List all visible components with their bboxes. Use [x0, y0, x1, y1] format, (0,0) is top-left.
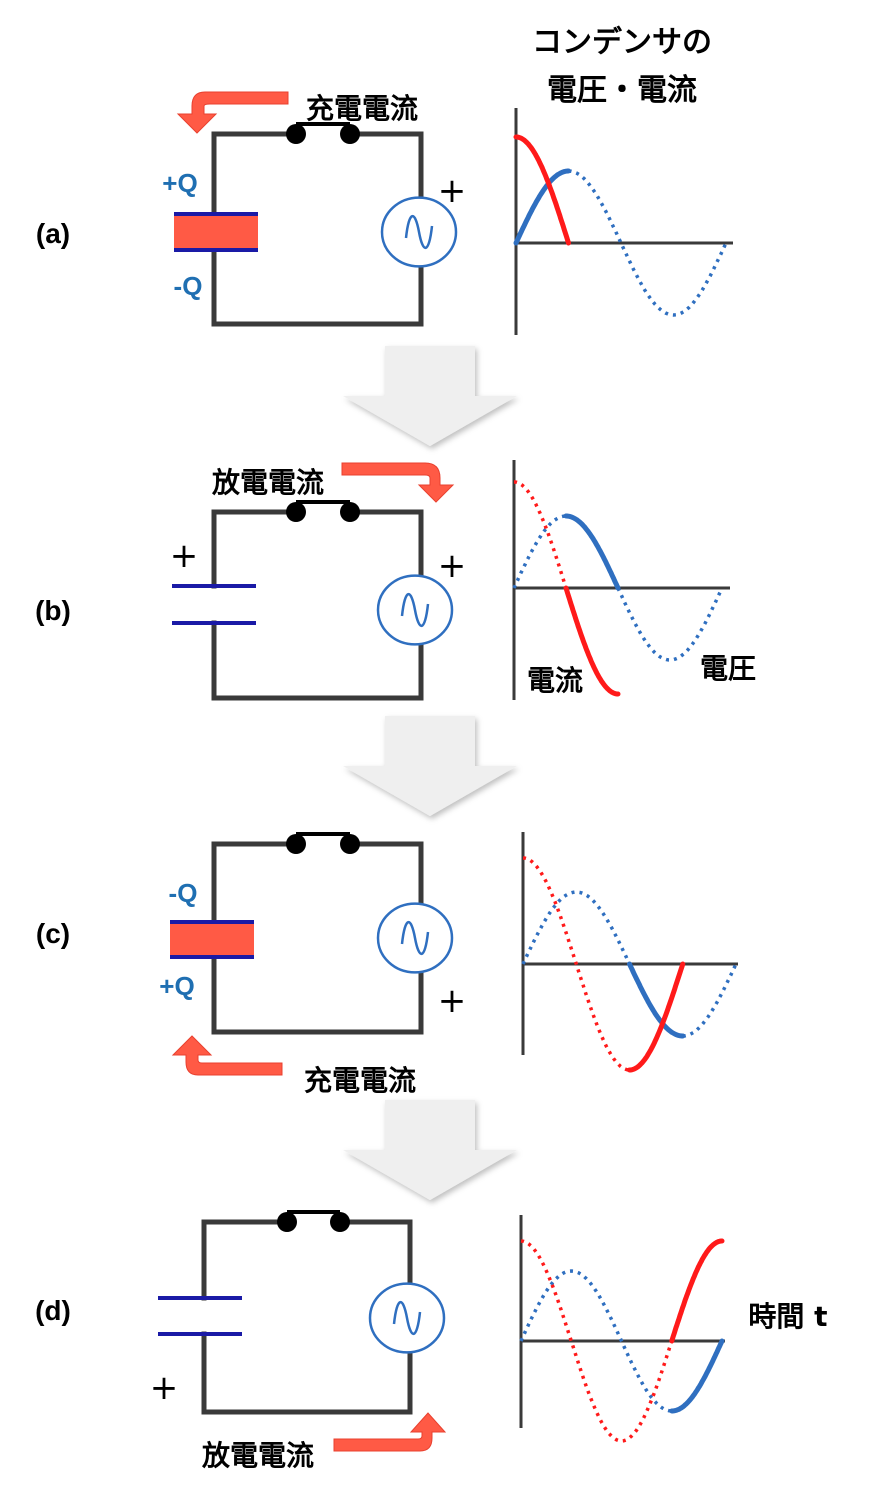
switch: [286, 500, 360, 522]
sine-wave-icon: [404, 215, 434, 249]
charge-fill: [170, 922, 254, 957]
source-plus-sign: +: [438, 546, 467, 586]
waveform-graph: [521, 832, 738, 1073]
panel-d: (d) + 放電電流 時間 t: [35, 1210, 828, 1472]
charge-label-bottom: +Q: [159, 971, 194, 1001]
circuit: [170, 832, 454, 1035]
switch: [286, 122, 360, 144]
panel-c: (c) + -Q +Q 充電電流: [36, 832, 738, 1097]
voltage-curve-solid: [669, 1338, 725, 1414]
discharge-current-arrow: [333, 1412, 447, 1452]
title-line-1: コンデンサの: [532, 25, 712, 60]
circuit: [172, 500, 454, 701]
voltage-curve-dotted: [521, 890, 632, 965]
switch-contact-left: [286, 502, 306, 522]
source-plus-sign: +: [438, 171, 467, 211]
ac-source: [376, 574, 454, 646]
current-curve-solid: [627, 961, 686, 1073]
charge-current-label: 充電電流: [304, 1064, 416, 1097]
ac-source: [368, 1282, 446, 1354]
capacitor-plus-sign: +: [170, 536, 199, 576]
switch-contact-right: [330, 1212, 350, 1232]
switch: [286, 832, 360, 854]
current-curve-dotted: [522, 856, 630, 1072]
voltage-label: 電圧: [700, 652, 756, 685]
waveform-graph: [519, 1215, 725, 1443]
circuit: [158, 1210, 446, 1415]
step-arrow-c-d: [343, 1100, 517, 1200]
panel-label: (d): [35, 1295, 71, 1326]
voltage-curve-solid: [627, 961, 686, 1039]
capacitor: [174, 212, 258, 252]
switch-contact-right: [340, 502, 360, 522]
voltage-curve-dotted: [616, 587, 724, 662]
charge-label-top: -Q: [169, 878, 198, 908]
sine-wave-icon: [400, 921, 430, 955]
waveform-graph: [513, 108, 733, 335]
current-curve-dotted: [520, 1239, 674, 1443]
charge-current-arrow: [171, 1035, 283, 1076]
current-curve-solid: [669, 1238, 725, 1344]
panel-label: (a): [36, 218, 70, 249]
current-curve-dotted: [514, 480, 568, 589]
capacitor: [158, 1296, 242, 1336]
current-curve-solid: [563, 585, 621, 697]
voltage-curve-solid: [563, 513, 621, 591]
switch-contact-right: [340, 124, 360, 144]
sine-wave-icon: [400, 593, 430, 627]
capacitor-plus-sign: +: [150, 1368, 179, 1408]
switch: [277, 1210, 350, 1232]
ac-source: [380, 196, 458, 268]
discharge-current-arrow: [341, 462, 455, 503]
charge-current-arrow: [176, 91, 289, 134]
step-arrow-b-c: [343, 716, 517, 816]
charge-label-bottom: -Q: [174, 271, 203, 301]
panel-label: (b): [35, 595, 71, 626]
discharge-current-label: 放電電流: [201, 1439, 314, 1472]
charge-fill: [174, 214, 258, 250]
panel-label: (c): [36, 918, 70, 949]
switch-contact-right: [340, 834, 360, 854]
current-label: 電流: [527, 664, 583, 697]
charge-label-top: +Q: [162, 168, 197, 198]
ac-source: [376, 902, 454, 974]
current-curve-solid: [513, 134, 571, 246]
circuit: [174, 122, 458, 327]
switch-contact-left: [286, 124, 306, 144]
panel-a: (a) + +Q -Q 充電電流: [36, 91, 733, 335]
sine-wave-icon: [392, 1301, 422, 1335]
switch-contact-left: [286, 834, 306, 854]
charge-current-label: 充電電流: [306, 92, 418, 125]
title-line-2: 電圧・電流: [547, 73, 697, 108]
waveform-graph: [512, 460, 730, 700]
capacitor: [172, 584, 256, 625]
voltage-curve-dotted: [519, 1269, 672, 1413]
voltage-curve-solid: [513, 168, 571, 246]
step-arrow-a-b: [343, 346, 517, 446]
capacitor: [170, 920, 254, 959]
time-axis-label: 時間 t: [748, 1300, 827, 1333]
voltage-curve-dotted: [512, 514, 566, 589]
switch-contact-left: [277, 1212, 297, 1232]
voltage-curve-dotted: [682, 963, 738, 1038]
discharge-current-label: 放電電流: [211, 466, 324, 499]
source-plus-sign: +: [438, 981, 467, 1021]
